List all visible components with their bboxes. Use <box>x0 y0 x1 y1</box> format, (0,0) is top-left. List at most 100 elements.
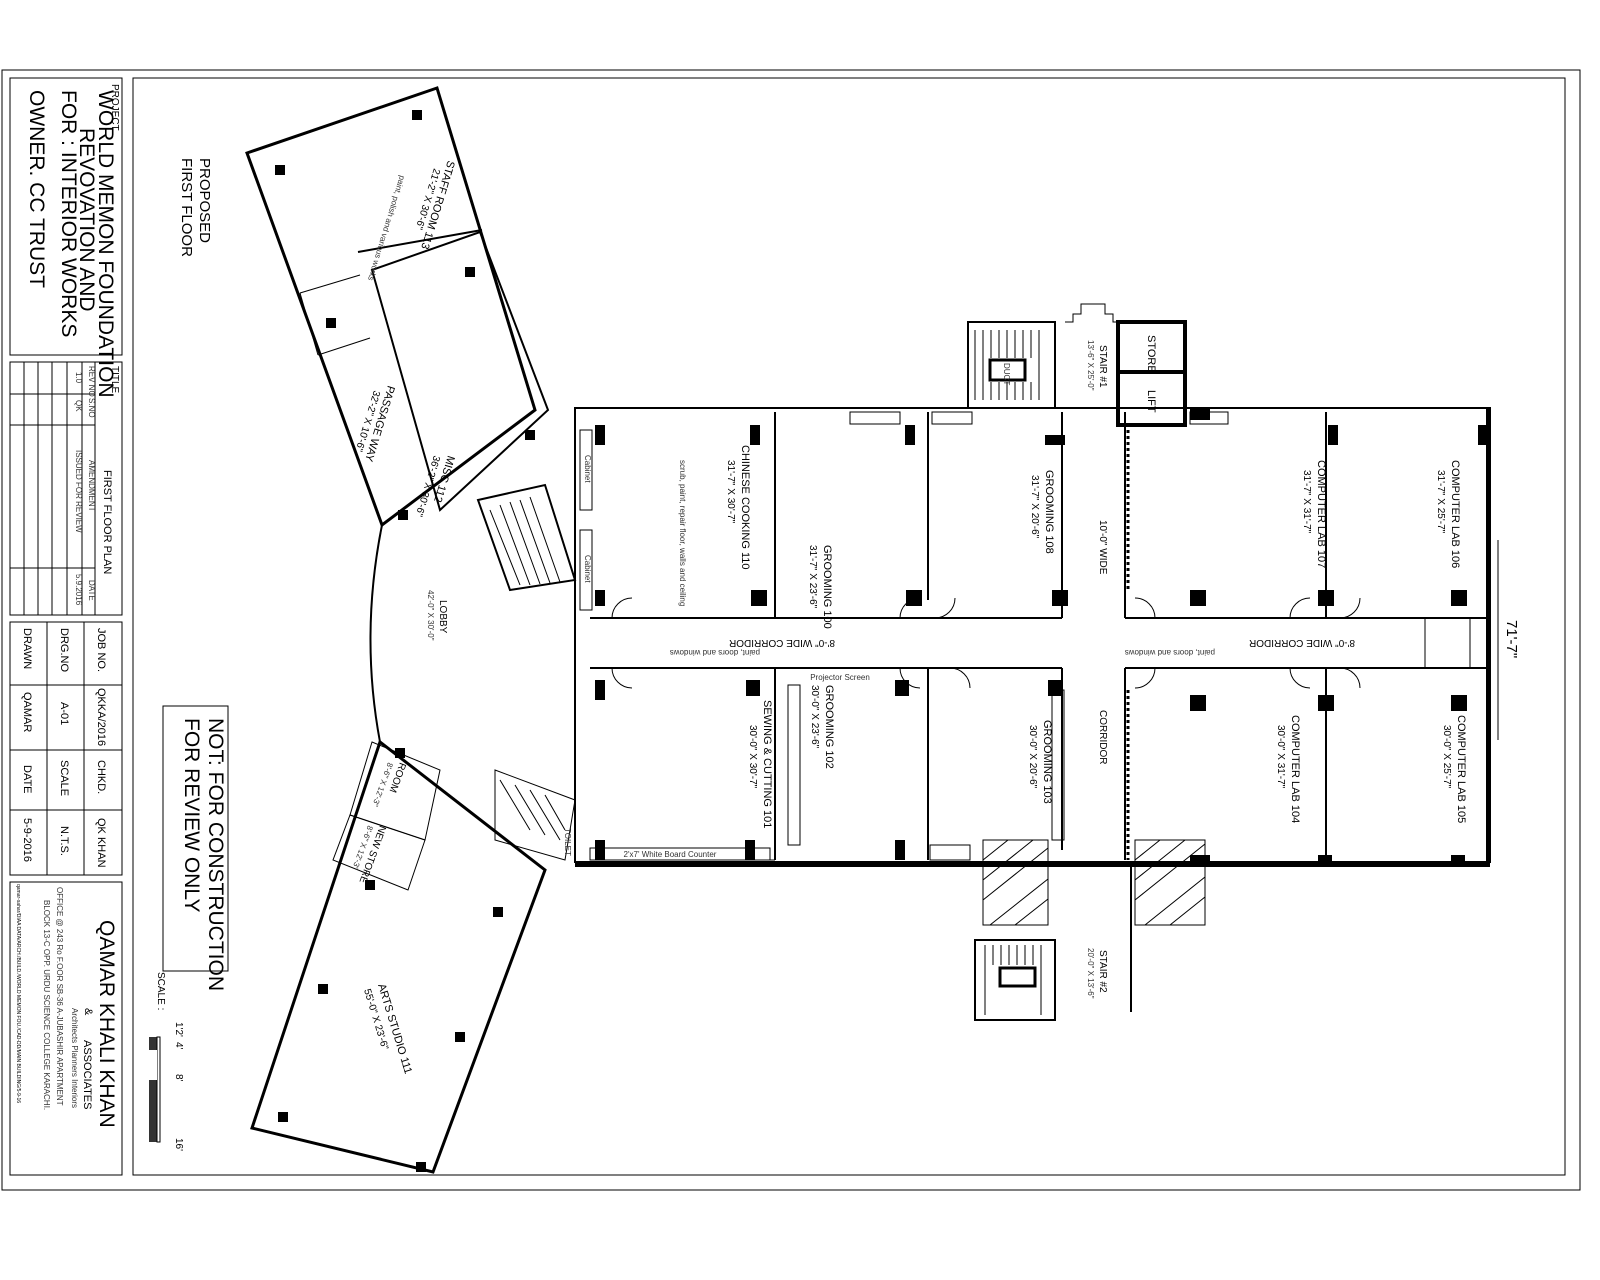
room-size: 30'-0" X 30'-7" <box>747 725 758 789</box>
left-wings <box>245 86 577 1174</box>
room-lobby: LOBBY 42'-0" X 30'-0" <box>426 590 448 641</box>
room-name: GROOMING 103 <box>1041 720 1053 804</box>
corridor-label-left: 8'-0" WIDE CORRIDOR <box>729 637 835 648</box>
disclaimer-box <box>162 705 229 972</box>
room-name: LOBBY <box>437 600 448 634</box>
room-name: GROOMING 108 <box>1043 470 1055 554</box>
room-size: 30'-0" X 25'-7" <box>1441 725 1452 789</box>
lift <box>1116 370 1187 427</box>
rev-cell: QK <box>74 400 83 412</box>
chkd-value: QK KHAN <box>95 818 107 868</box>
lower-wing <box>250 739 547 1174</box>
basin-icon <box>929 844 971 861</box>
store-label: STORE <box>1145 335 1157 373</box>
room-arts-studio-111: ARTS STUDIO 111 55'-0" X 23'-6" <box>361 982 414 1075</box>
lift-label: LIFT <box>1145 390 1157 413</box>
sheet-border <box>1 69 1581 1191</box>
window-note: paint, doors and windows <box>1125 648 1215 657</box>
scale-tick: 8' <box>173 1074 184 1082</box>
firm-box <box>9 881 123 1176</box>
scale-tick: 16' <box>173 1138 184 1151</box>
job-no-label: JOB NO. <box>95 628 107 672</box>
job-info-table <box>9 621 123 876</box>
room-room: ROOM 8'-6" X 12'-3" <box>370 761 407 808</box>
rev-header: S.NO <box>87 398 96 418</box>
drg-no-value: A-01 <box>58 702 70 725</box>
room-sewing-cutting-101: SEWING & CUTTING 101 30'-0" X 30'-7" <box>747 700 773 828</box>
scale-tick: 4' <box>173 1042 184 1050</box>
room-staff-room-113: STAFF ROOM 113 21'-2" X 30'-6" paint, po… <box>366 159 457 282</box>
main-block: 2'x7' White Board Counter Projector Scre… <box>574 303 1491 1021</box>
room-size: 30'-0" X 31'-7" <box>1275 725 1286 789</box>
room-name: SEWING & CUTTING 101 <box>761 700 773 828</box>
room-grooming-103: GROOMING 103 30'-0" X 20'-6" <box>1027 720 1053 804</box>
firm-amp: & <box>82 1008 94 1016</box>
room-computer-lab-105: COMPUTER LAB 105 30'-0" X 25'-7" <box>1441 715 1467 823</box>
project-line: FOR : INTERIOR WORKS <box>57 90 80 337</box>
room-size: 31'-7" X 30'-7" <box>725 460 736 524</box>
job-no-value: QKKA/2016 <box>95 688 107 746</box>
plan-heading: FIRST FLOOR <box>178 158 195 257</box>
plan-heading: PROPOSED <box>196 158 213 243</box>
room-name: COMPUTER LAB 105 <box>1455 715 1467 823</box>
drawn-label: DRAWN <box>21 628 33 669</box>
file-path: qamar-sahar/DIAA DATA/ARCH./BUILD./WORLD… <box>15 884 21 1103</box>
room-name: GROOMING 102 <box>823 685 835 769</box>
address-line: BLOCK 13-C OPP. URDU SCIENCE COLLEGE KAR… <box>42 900 51 1110</box>
room-grooming-100: GROOMING 100 31'-7" X 23'-6" <box>807 545 833 629</box>
scale-bar: SCALE : 1'2' 4' 8' 16' <box>149 972 184 1151</box>
room-computer-lab-106: COMPUTER LAB 106 31'-7" X 25'-7" <box>1435 460 1461 568</box>
room-size: 13'-6" X 25'-0" <box>1086 340 1095 391</box>
project-box <box>9 77 123 356</box>
lobby-outline <box>369 524 383 743</box>
basin-icon <box>1189 411 1229 425</box>
scale-value: N.T.S. <box>58 826 70 856</box>
cabinet <box>579 429 593 511</box>
chkd-label: CHKD. <box>95 760 107 794</box>
room-size: 31'-7" X 23'-6" <box>807 545 818 609</box>
cabinet <box>579 529 593 611</box>
rev-header: REV NO <box>87 366 96 397</box>
basin-icon <box>849 411 901 425</box>
stair-left <box>476 483 577 592</box>
room-name: CHINESE COOKING 110 <box>739 445 751 570</box>
basin-icon <box>931 411 973 425</box>
room-size: 31'-7" X 20'-6" <box>1029 475 1040 539</box>
room-passage-way: PASSAGE WAY 32'-2" X 10'-6" <box>353 384 397 463</box>
disclaimer-text: FOR REVIEW ONLY <box>180 718 203 912</box>
project-line: OWNER. CC TRUST <box>25 90 48 288</box>
corridor-label: CORRIDOR <box>1097 710 1108 764</box>
room-size: 31'-7" X 31'-7" <box>1301 470 1312 534</box>
scale-tick: 1'2' <box>173 1022 184 1037</box>
projector-screen-label: Projector Screen <box>810 673 870 682</box>
upper-wing <box>245 86 537 528</box>
room-name: COMPUTER LAB 107 <box>1315 460 1327 568</box>
drawn-value: QAMAR <box>21 692 33 732</box>
room-note: scrub, paint, repair floor, walls and ce… <box>678 460 687 606</box>
room-grooming-108: GROOMING 108 31'-7" X 20'-6" <box>1029 470 1055 554</box>
corridor-label-right: 8'-0" WIDE CORRIDOR <box>1249 637 1355 648</box>
cabinet-label: Cabinet <box>583 455 592 483</box>
firm-tagline: Architects Planners Interiors <box>70 1008 79 1108</box>
room-stair-1: STAIR #1 13'-6" X 25'-0" <box>1086 340 1108 391</box>
white-board-counter <box>589 847 771 861</box>
window-note: paint, doors and windows <box>670 648 760 657</box>
room-size: 30'-0" X 20'-6" <box>1027 725 1038 789</box>
room-size: 30'-0" X 23'-6" <box>809 685 820 749</box>
white-board-label: 2'x7' White Board Counter <box>624 850 717 859</box>
room-stair-2: STAIR #2 20'-0" X 13'-6" <box>1086 948 1108 999</box>
firm-associates: ASSOCIATES <box>81 1040 93 1109</box>
overall-dimension: 71'-7" <box>1503 620 1520 658</box>
room-name: STAIR #1 <box>1097 345 1108 388</box>
room-computer-lab-104: COMPUTER LAB 104 30'-0" X 31'-7" <box>1275 715 1301 823</box>
corridor-width-label: 10'-0" WIDE <box>1097 520 1108 575</box>
project-label: PROJECT <box>109 84 120 131</box>
misc-room <box>370 230 550 512</box>
room-grooming-102: GROOMING 102 30'-0" X 23'-6" <box>809 685 835 769</box>
scale-label: SCALE <box>58 760 70 796</box>
toilet-label: TOILET <box>563 828 572 856</box>
cabinet-label: Cabinet <box>583 555 592 583</box>
stair-1 <box>967 321 1056 409</box>
room-size: 31'-7" X 25'-7" <box>1435 470 1446 534</box>
